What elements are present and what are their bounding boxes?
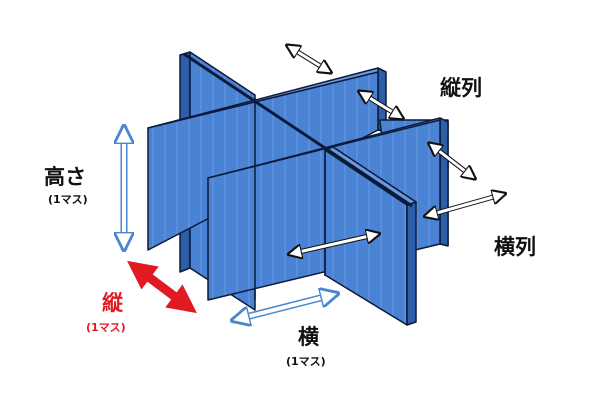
arrow-top-back-inner (288, 46, 330, 72)
horizontal-arrow (234, 294, 336, 320)
height-label: 高さ (44, 165, 86, 189)
horizontal-unit-label: (1マス) (286, 355, 326, 368)
arrow-vertical-column-1-inner (360, 92, 402, 118)
arrow-horizontal-column-inner (426, 194, 504, 216)
back-long-panel-face (147, 71, 379, 251)
vertical-column-label: 縦列 (440, 76, 482, 100)
diagonal-divider (183, 52, 413, 208)
vertical-label: 縦 (102, 291, 123, 315)
horizontal-column-label: 横列 (494, 235, 536, 259)
front-cross-panel-edge (406, 201, 417, 326)
front-long-panel-edge (439, 117, 449, 247)
arrow-vertical-column-2-inner (430, 144, 474, 178)
vertical-unit-label: (1マス) (86, 321, 126, 334)
arrow-middle-inner (290, 234, 378, 254)
vertical-red-arrow (127, 260, 197, 314)
height-unit-label: (1マス) (48, 193, 88, 206)
horizontal-label: 横 (298, 325, 319, 349)
